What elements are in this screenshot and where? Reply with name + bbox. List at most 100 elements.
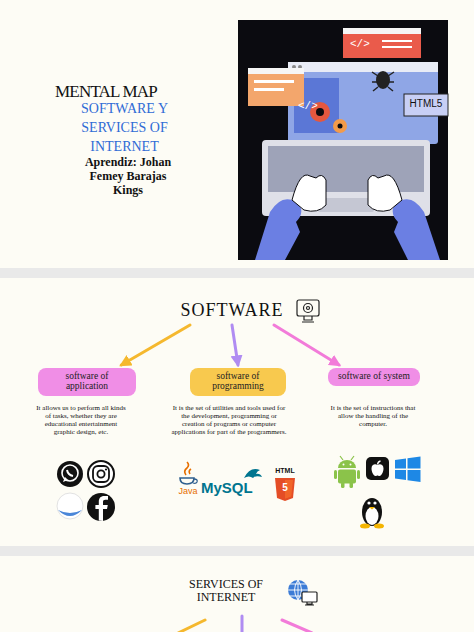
android-icon-part [334, 470, 337, 479]
whatsapp-icon [57, 461, 83, 487]
android-icon-part [357, 470, 360, 479]
topic-heading: SERVICES OF INTERNET [168, 578, 284, 604]
globe-icon-part [305, 602, 314, 605]
instagram-icon-part [97, 470, 104, 477]
linux-penguin-icon-part [367, 501, 370, 504]
android-icon [334, 456, 360, 488]
laptop-illustration [238, 20, 448, 260]
map-title: MENTAL MAP [55, 82, 157, 102]
apple-icon [366, 457, 389, 480]
whatsapp-icon-part [62, 465, 78, 481]
android-icon-part [343, 464, 345, 466]
node-text: SOFTWARE [180, 300, 283, 321]
computer-gear-icon [297, 300, 319, 322]
code-tag: </> [350, 38, 380, 50]
windows-icon-part [395, 470, 406, 480]
windows-icon-part [408, 457, 421, 469]
java-logo-part [180, 478, 194, 484]
android-icon-part [338, 470, 356, 484]
laptop-illustration-part [343, 28, 421, 34]
facebook-icon-part [95, 496, 108, 521]
author-note: Aprendiz: Johan Femey Barajas Kings [78, 156, 178, 197]
android-icon-part [350, 464, 352, 466]
laptop-illustration-part [288, 62, 438, 72]
instagram-icon-part [93, 466, 109, 482]
windows-icon [395, 457, 421, 483]
laptop-illustration-part [268, 146, 424, 192]
windows-icon-part [408, 470, 421, 482]
logo-text: MySQL [201, 480, 267, 497]
apple-icon-part [372, 464, 384, 476]
computer-gear-icon-part [304, 304, 313, 313]
mysql-dolphin-part [244, 469, 262, 478]
instagram-icon [88, 461, 114, 487]
laptop-illustration-part [393, 199, 440, 260]
laptop-illustration-part [255, 199, 301, 260]
facebook-icon [87, 493, 115, 521]
linux-penguin-icon [360, 498, 384, 529]
globe-icon [288, 580, 317, 605]
whatsapp-icon-part [63, 477, 68, 482]
description: It allows us to perform all kinds of tas… [36, 404, 126, 436]
android-icon-part [341, 482, 345, 488]
whatsapp-icon-part [57, 461, 83, 487]
branch-arrow-part [282, 620, 312, 632]
laptop-illustration-part [368, 175, 402, 211]
laptop-illustration-part [343, 28, 421, 58]
linux-penguin-icon-part [360, 524, 370, 529]
laptop-illustration-part [254, 88, 284, 91]
globe-icon-part [302, 592, 317, 602]
html5-shield-part [275, 478, 295, 501]
logo-text: Java [176, 487, 200, 497]
branch-arrow [121, 325, 190, 365]
linux-penguin-icon-part [366, 507, 379, 525]
topic-heading: SOFTWARE [172, 300, 292, 321]
node-text: software of programming [196, 372, 280, 392]
linux-penguin-icon-part [374, 524, 384, 529]
branch-arrow [232, 325, 238, 365]
laptop-illustration-part [338, 124, 343, 129]
linux-penguin-icon-part [369, 507, 375, 510]
category-pill: software of system [328, 368, 420, 386]
linux-penguin-icon-part [362, 498, 382, 526]
description: It is the set of utilities and tools use… [170, 404, 288, 436]
node-text: software of application [44, 372, 130, 392]
node-text: SERVICES OF INTERNET [168, 578, 284, 604]
laptop-illustration-part [404, 94, 448, 116]
category-pill: software of application [38, 368, 136, 396]
java-logo-part [185, 462, 191, 475]
html5-tag: HTML5 [406, 98, 446, 109]
code-tag: </> [298, 100, 328, 112]
laptop-illustration-part [376, 71, 390, 89]
instagram-icon-part [88, 461, 114, 487]
laptop-illustration-part [372, 72, 394, 91]
android-icon-part [350, 482, 354, 488]
node-text: software of system [338, 372, 410, 382]
android-icon-part [338, 460, 356, 468]
laptop-illustration-part [238, 20, 448, 260]
java-logo [180, 462, 197, 484]
apple-icon-part [378, 461, 381, 465]
category-pill: software of programming [190, 368, 286, 396]
laptop-illustration-part [248, 68, 304, 106]
computer-gear-icon-part [297, 300, 319, 316]
laptop-illustration-part [382, 40, 412, 42]
facebook-icon-part [87, 493, 115, 521]
laptop-illustration-part [248, 68, 304, 74]
computer-gear-icon-part [302, 316, 314, 322]
branch-arrow [274, 325, 339, 365]
blank-app-icon-part [58, 510, 82, 516]
laptop-illustration-part [292, 175, 326, 211]
laptop-illustration-part [333, 119, 347, 133]
branch-arrow-part [178, 620, 205, 632]
apple-icon-part [366, 457, 389, 480]
java-logo-part [193, 479, 197, 483]
logo-text: 5 [280, 482, 290, 493]
branch-arrow-part [241, 616, 244, 632]
computer-gear-icon-part [307, 307, 310, 310]
blank-app-icon-part [57, 493, 83, 519]
linux-penguin-icon-part [373, 501, 376, 504]
whatsapp-icon-part [67, 470, 73, 476]
branch-arrow [178, 616, 312, 632]
laptop-illustration-part [254, 80, 294, 83]
